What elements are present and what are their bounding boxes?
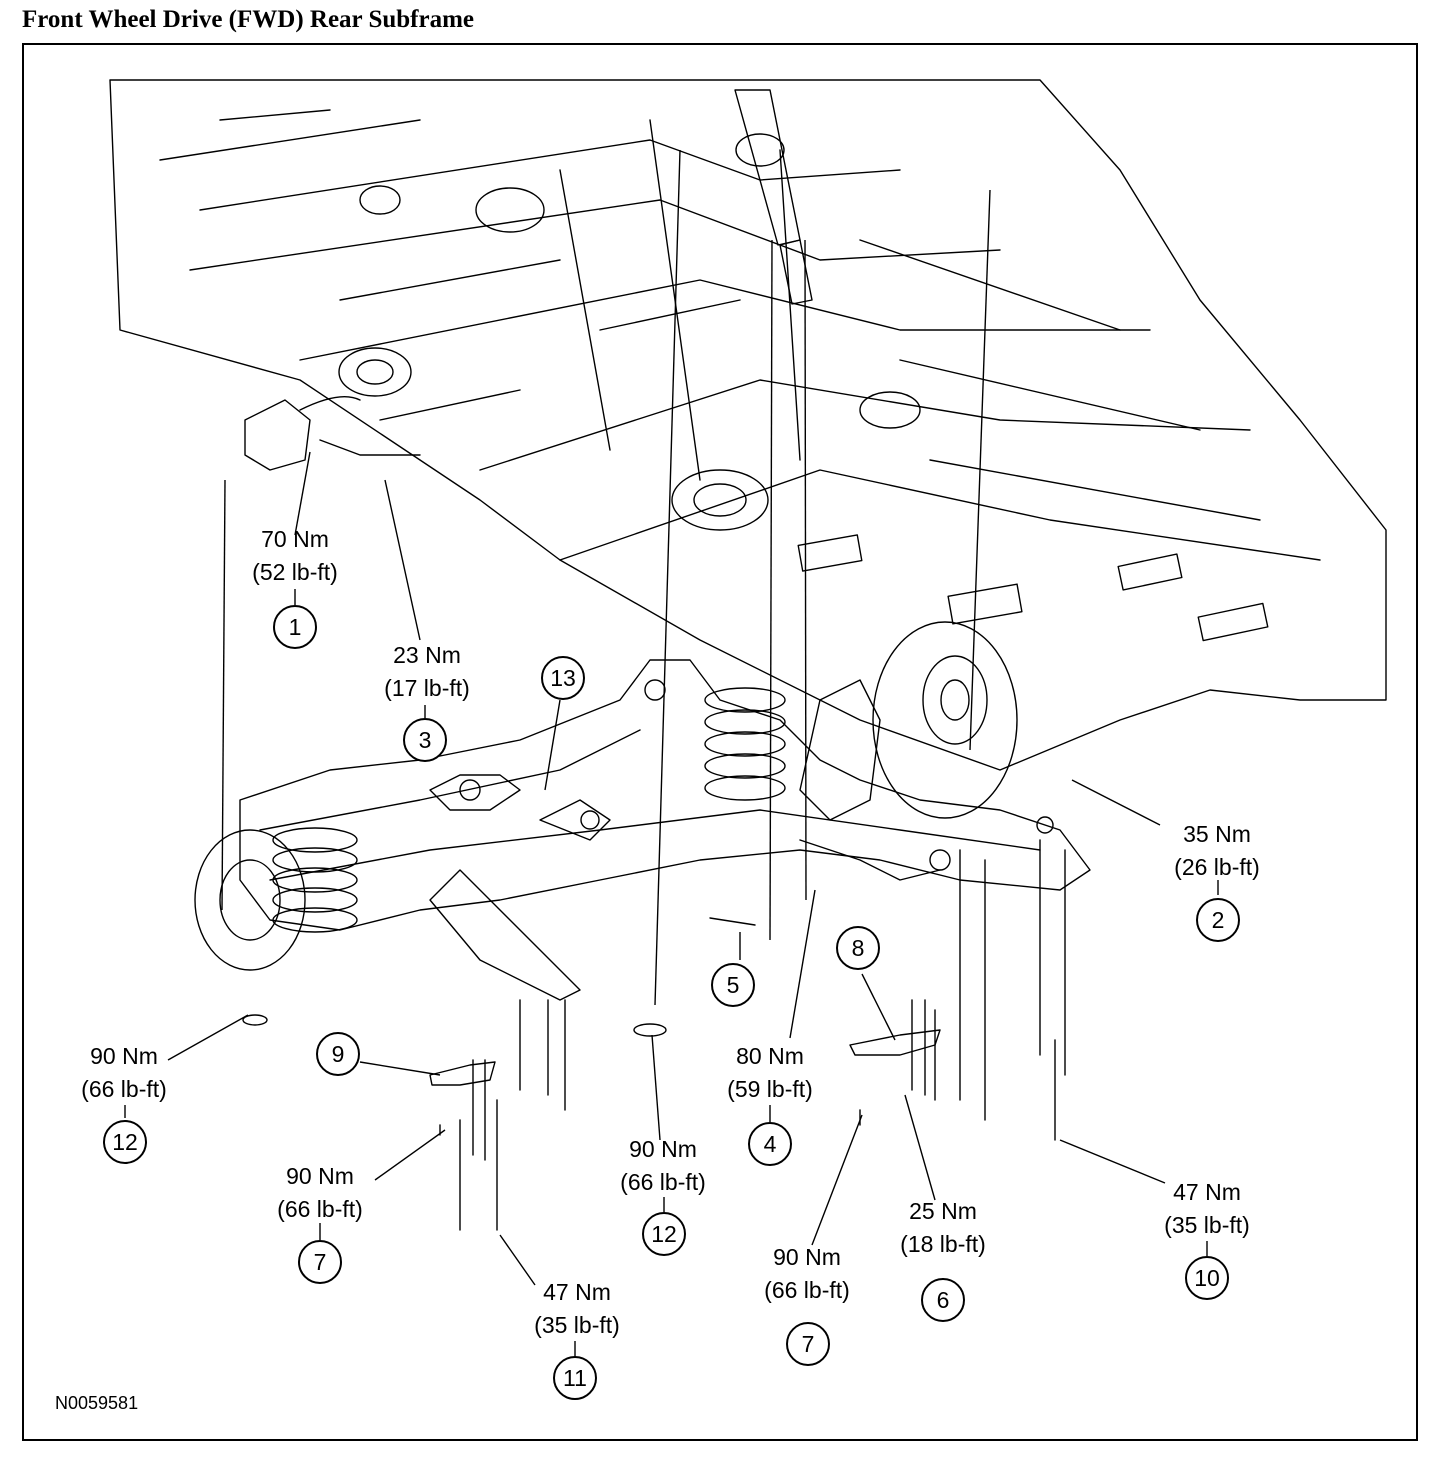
torque-spec-4: 80 Nm (59 lb-ft) <box>705 1040 835 1106</box>
torque-spec-1: 70 Nm (52 lb-ft) <box>230 523 360 589</box>
callout-number-9: 9 <box>316 1032 360 1076</box>
torque-spec-2: 35 Nm (26 lb-ft) <box>1152 818 1282 884</box>
torque-lbft: (66 lb-ft) <box>764 1277 850 1303</box>
washer <box>242 1014 268 1026</box>
torque-spec-12: 90 Nm (66 lb-ft) <box>598 1133 728 1199</box>
torque-nm: 70 Nm <box>261 526 329 552</box>
callout-number-4: 4 <box>748 1122 792 1166</box>
rear-subframe <box>239 659 1091 1001</box>
callout-number-3: 3 <box>403 718 447 762</box>
torque-spec-12: 90 Nm (66 lb-ft) <box>59 1040 189 1106</box>
washer <box>633 1023 667 1037</box>
torque-nm: 90 Nm <box>629 1136 697 1162</box>
torque-nm: 25 Nm <box>909 1198 977 1224</box>
torque-lbft: (35 lb-ft) <box>534 1312 620 1338</box>
torque-lbft: (66 lb-ft) <box>81 1076 167 1102</box>
callout-number-2: 2 <box>1196 898 1240 942</box>
torque-nm: 35 Nm <box>1183 821 1251 847</box>
torque-nm: 47 Nm <box>1173 1179 1241 1205</box>
torque-lbft: (59 lb-ft) <box>727 1076 813 1102</box>
torque-nm: 80 Nm <box>736 1043 804 1069</box>
right-brake-disc <box>799 621 1018 821</box>
torque-nm: 90 Nm <box>773 1244 841 1270</box>
left-coil-spring <box>272 827 358 933</box>
torque-spec-6: 25 Nm (18 lb-ft) <box>878 1195 1008 1261</box>
torque-spec-3: 23 Nm (17 lb-ft) <box>362 639 492 705</box>
callout-number-5: 5 <box>711 963 755 1007</box>
callout-number-6: 6 <box>921 1278 965 1322</box>
torque-lbft: (26 lb-ft) <box>1174 854 1260 880</box>
figure-id: N0059581 <box>55 1393 139 1413</box>
torque-lbft: (66 lb-ft) <box>620 1169 706 1195</box>
diagram-frame <box>22 43 1418 1441</box>
callout-number-11: 11 <box>553 1356 597 1400</box>
callout-number-12: 12 <box>642 1212 686 1256</box>
page-title: Front Wheel Drive (FWD) Rear Subframe <box>22 6 475 33</box>
torque-spec-7: 90 Nm (66 lb-ft) <box>742 1241 872 1307</box>
bracket-9 <box>429 1061 496 1086</box>
torque-nm: 90 Nm <box>286 1163 354 1189</box>
torque-lbft: (35 lb-ft) <box>1164 1212 1250 1238</box>
torque-lbft: (18 lb-ft) <box>900 1231 986 1257</box>
callout-number-7: 7 <box>786 1322 830 1366</box>
shock-absorber <box>734 89 813 305</box>
callout-number-12: 12 <box>103 1120 147 1164</box>
left-brake-assembly <box>194 395 421 971</box>
callout-number-7: 7 <box>298 1240 342 1284</box>
bracket-8 <box>849 1029 941 1056</box>
bolts <box>439 839 1066 1231</box>
torque-nm: 23 Nm <box>393 642 461 668</box>
torque-spec-10: 47 Nm (35 lb-ft) <box>1142 1176 1272 1242</box>
right-coil-spring <box>704 687 786 801</box>
torque-lbft: (66 lb-ft) <box>277 1196 363 1222</box>
callout-number-1: 1 <box>273 605 317 649</box>
torque-lbft: (17 lb-ft) <box>384 675 470 701</box>
underbody-floor-pan <box>109 79 1387 771</box>
torque-nm: 90 Nm <box>90 1043 158 1069</box>
callout-number-13: 13 <box>541 656 585 700</box>
torque-spec-11: 47 Nm (35 lb-ft) <box>512 1276 642 1342</box>
callout-number-8: 8 <box>836 926 880 970</box>
callout-number-10: 10 <box>1185 1256 1229 1300</box>
leader-lines <box>124 149 1219 1357</box>
torque-lbft: (52 lb-ft) <box>252 559 338 585</box>
torque-spec-7: 90 Nm (66 lb-ft) <box>255 1160 385 1226</box>
torque-nm: 47 Nm <box>543 1279 611 1305</box>
